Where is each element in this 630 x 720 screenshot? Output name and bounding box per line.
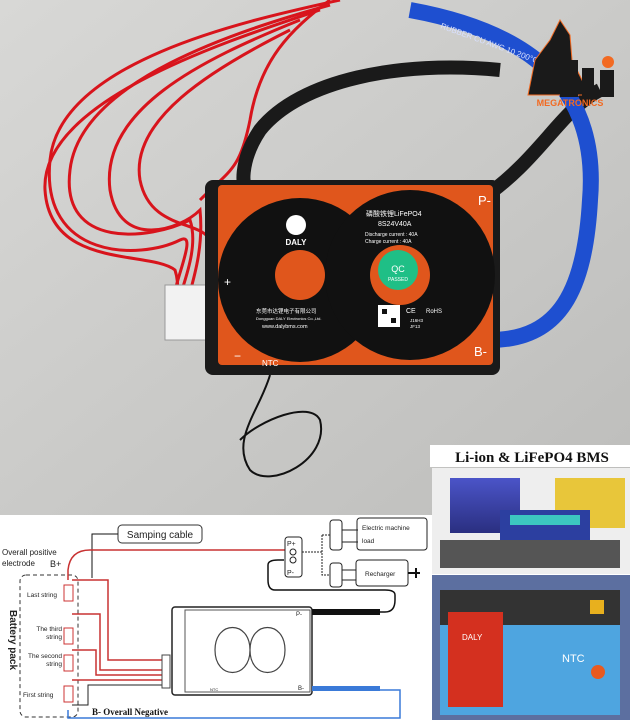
balance-wires: [43, 0, 341, 316]
qc-text: QC: [391, 264, 405, 274]
p-minus-terminal-label: P-: [287, 570, 295, 577]
bms-title: 磷酸铁锂LiFePO4: [366, 209, 422, 218]
minus-label: −: [234, 349, 241, 363]
diagram-bms-board: [171, 606, 313, 696]
string-label-last: Last string: [27, 592, 57, 599]
qr-code: [378, 305, 400, 327]
p-plus-label: P+: [287, 541, 296, 548]
code-1: J16H3: [410, 318, 424, 323]
battery-pack-label: Battery pack: [7, 610, 18, 670]
load-label: load: [362, 538, 375, 545]
overall-negative-label: B- Overall Negative: [92, 707, 168, 717]
rohs-mark: RoHS: [426, 309, 442, 315]
string-label-second: The second string: [28, 653, 62, 668]
code-2: JF13: [410, 324, 421, 329]
ntc-label: NTC: [262, 359, 279, 368]
daly-brand: DALY: [285, 238, 307, 247]
logo-brand: MEGATRONICS: [537, 98, 604, 108]
p-minus-label: P-: [478, 193, 491, 208]
discharge-spec: Discharge current : 40A: [365, 232, 418, 238]
recharger-label: Recharger: [365, 571, 396, 578]
board-p-minus: P-: [296, 612, 302, 618]
board-b-minus: B-: [298, 686, 304, 692]
daly-brand-side: DALY: [462, 633, 483, 642]
electrode-label: electrode: [2, 559, 35, 568]
b-minus-label: B-: [474, 344, 487, 359]
side-ntc-label: NTC: [562, 653, 585, 665]
side-title: Li-ion & LiFePO4 BMS: [455, 450, 609, 466]
bms-board: QC PASSED DALY 磷酸铁锂LiFePO4 8S24V40A Disc…: [205, 180, 500, 375]
qc-sub-text: PASSED: [388, 277, 408, 283]
string-label-first: First string: [23, 692, 54, 699]
plug-icon: [408, 568, 420, 578]
megatronics-logo: MEGATRONICS: [527, 19, 614, 108]
wiring-diagram: Samping cable Overall positive electrode…: [0, 515, 430, 720]
string-label-third: The third string: [36, 626, 62, 641]
daly-logo-icon: [286, 215, 306, 235]
b-plus-label: B+: [50, 559, 61, 569]
p-minus-cable-end: [476, 83, 604, 206]
p-minus-cable: [236, 60, 501, 202]
battery-pack-image-2: DALY NTC: [432, 575, 630, 720]
qc-sticker: [378, 250, 418, 290]
battery-pack-image-1: [432, 468, 630, 574]
electric-machine-label: Electric machine: [362, 525, 410, 532]
overall-positive-label: Overall positive: [2, 548, 57, 557]
board-ntc: NTC: [210, 687, 218, 692]
company-cn: 东莞市达锂电子有限公司: [256, 307, 317, 315]
bms-model: 8S24V40A: [378, 221, 412, 228]
b-minus-cable: [408, 2, 599, 348]
website: www.dalybms.com: [261, 324, 308, 330]
sampling-cable-label: Samping cable: [127, 530, 194, 541]
charge-spec: Charge current : 40A: [365, 239, 412, 245]
infinity-icon: [214, 626, 286, 674]
ce-mark: CE: [406, 308, 416, 315]
ntc-wire: [239, 374, 323, 478]
plus-label: +: [224, 275, 231, 289]
company-en: Dongguan DALY Electronics Co.,Ltd.: [256, 316, 321, 321]
